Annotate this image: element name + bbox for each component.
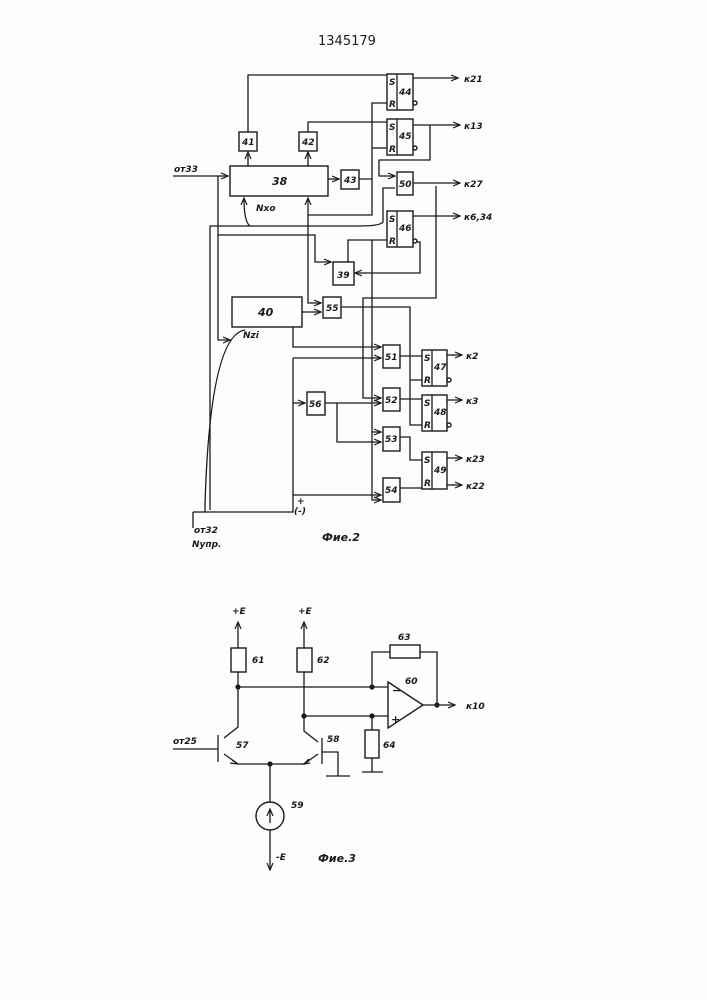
input-from-33: от33 (174, 165, 198, 175)
svg-text:48: 48 (433, 408, 447, 418)
block-53: 53 (383, 427, 400, 451)
flipflop-48: S R48 (422, 395, 451, 431)
flipflop-49: S R49 (422, 452, 447, 489)
resistor-61: 61 (231, 648, 265, 672)
block-43: 43 (341, 170, 359, 189)
svg-text:44: 44 (398, 88, 412, 98)
fig3-wires (173, 622, 455, 870)
output-k13: к13 (464, 122, 483, 132)
svg-text:S: S (424, 354, 430, 364)
block-40: 40 (232, 297, 302, 327)
svg-text:49: 49 (433, 466, 447, 476)
svg-text:R: R (424, 376, 431, 386)
figure-3: 61 62 63 64 60−+ 57 58 59 +E +E -E от25 … (173, 607, 485, 870)
input-from-32: от32 (194, 526, 218, 536)
output-k27: к27 (464, 180, 483, 190)
svg-text:64: 64 (383, 741, 396, 751)
svg-text:60: 60 (405, 677, 418, 687)
flipflop-44: S R44 (387, 74, 417, 110)
svg-text:59: 59 (291, 801, 304, 811)
svg-text:51: 51 (385, 353, 398, 363)
patent-number: 1345179 (318, 34, 376, 49)
svg-text:40: 40 (257, 306, 274, 319)
label-nzi: Nzi (243, 331, 260, 341)
output-k21: к21 (464, 75, 483, 85)
flipflop-47: S R47 (422, 350, 451, 386)
svg-text:R: R (389, 237, 396, 247)
svg-text:S: S (389, 123, 395, 133)
svg-text:47: 47 (433, 363, 447, 373)
svg-text:41: 41 (241, 138, 255, 148)
supply-pos-left: +E (232, 607, 247, 617)
svg-text:−: − (392, 684, 401, 697)
svg-text:57: 57 (236, 741, 249, 751)
svg-text:42: 42 (301, 138, 315, 148)
svg-text:58: 58 (327, 735, 340, 745)
svg-text:S: S (389, 215, 395, 225)
output-k23: к23 (466, 455, 485, 465)
figure-2: 38 41 42 43 50 39 40 55 51 52 53 54 56 S… (173, 74, 492, 550)
svg-text:45: 45 (398, 132, 412, 142)
output-k2: к2 (466, 352, 478, 362)
svg-text:43: 43 (343, 176, 357, 186)
svg-text:52: 52 (385, 396, 398, 406)
block-52: 52 (383, 388, 400, 411)
svg-text:S: S (424, 456, 430, 466)
svg-text:53: 53 (385, 435, 398, 445)
label-minus: (-) (294, 507, 306, 517)
input-from-25: от25 (173, 737, 197, 747)
svg-text:50: 50 (399, 180, 412, 190)
svg-text:56: 56 (309, 400, 322, 410)
block-39: 39 (333, 262, 354, 285)
svg-text:63: 63 (398, 633, 411, 643)
svg-text:54: 54 (385, 486, 398, 496)
resistor-64: 64 (365, 730, 396, 758)
resistor-62: 62 (297, 648, 330, 672)
svg-text:R: R (389, 100, 396, 110)
block-55: 55 (323, 297, 341, 318)
fig2-caption: Фие.2 (322, 531, 360, 544)
svg-text:+: + (391, 713, 400, 726)
output-k634: к6,34 (464, 213, 492, 223)
supply-pos-right: +E (298, 607, 313, 617)
flipflop-45: S R45 (387, 119, 417, 155)
svg-text:S: S (389, 78, 395, 88)
svg-text:62: 62 (317, 656, 330, 666)
svg-text:38: 38 (272, 175, 288, 188)
block-38: 38 (230, 166, 328, 196)
current-source-59: 59 (256, 801, 304, 830)
transistor-58: 58 (327, 735, 340, 745)
block-56: 56 (307, 392, 325, 415)
svg-text:R: R (424, 421, 431, 431)
fig3-caption: Фие.3 (318, 852, 356, 865)
label-nupr: Nупр. (192, 540, 221, 550)
svg-text:R: R (424, 479, 431, 489)
output-k3: к3 (466, 397, 478, 407)
block-41: 41 (239, 132, 257, 151)
block-42: 42 (299, 132, 317, 151)
svg-text:61: 61 (252, 656, 265, 666)
label-plus: + (297, 497, 305, 507)
svg-text:46: 46 (398, 224, 412, 234)
resistor-63: 63 (390, 633, 420, 658)
block-51: 51 (383, 345, 400, 368)
svg-text:R: R (389, 145, 396, 155)
block-50: 50 (397, 172, 413, 195)
flipflop-46: S R46 (387, 211, 417, 247)
svg-text:39: 39 (337, 271, 350, 281)
label-nxo: Nxo (256, 204, 276, 214)
transistor-57: 57 (236, 741, 249, 751)
supply-neg: -E (276, 853, 287, 863)
output-k22: к22 (466, 482, 485, 492)
svg-text:55: 55 (326, 304, 339, 314)
output-k10: к10 (466, 702, 485, 712)
op-amp-60: 60− + (388, 677, 423, 728)
svg-text:S: S (424, 399, 430, 409)
block-54: 54 (383, 478, 400, 502)
